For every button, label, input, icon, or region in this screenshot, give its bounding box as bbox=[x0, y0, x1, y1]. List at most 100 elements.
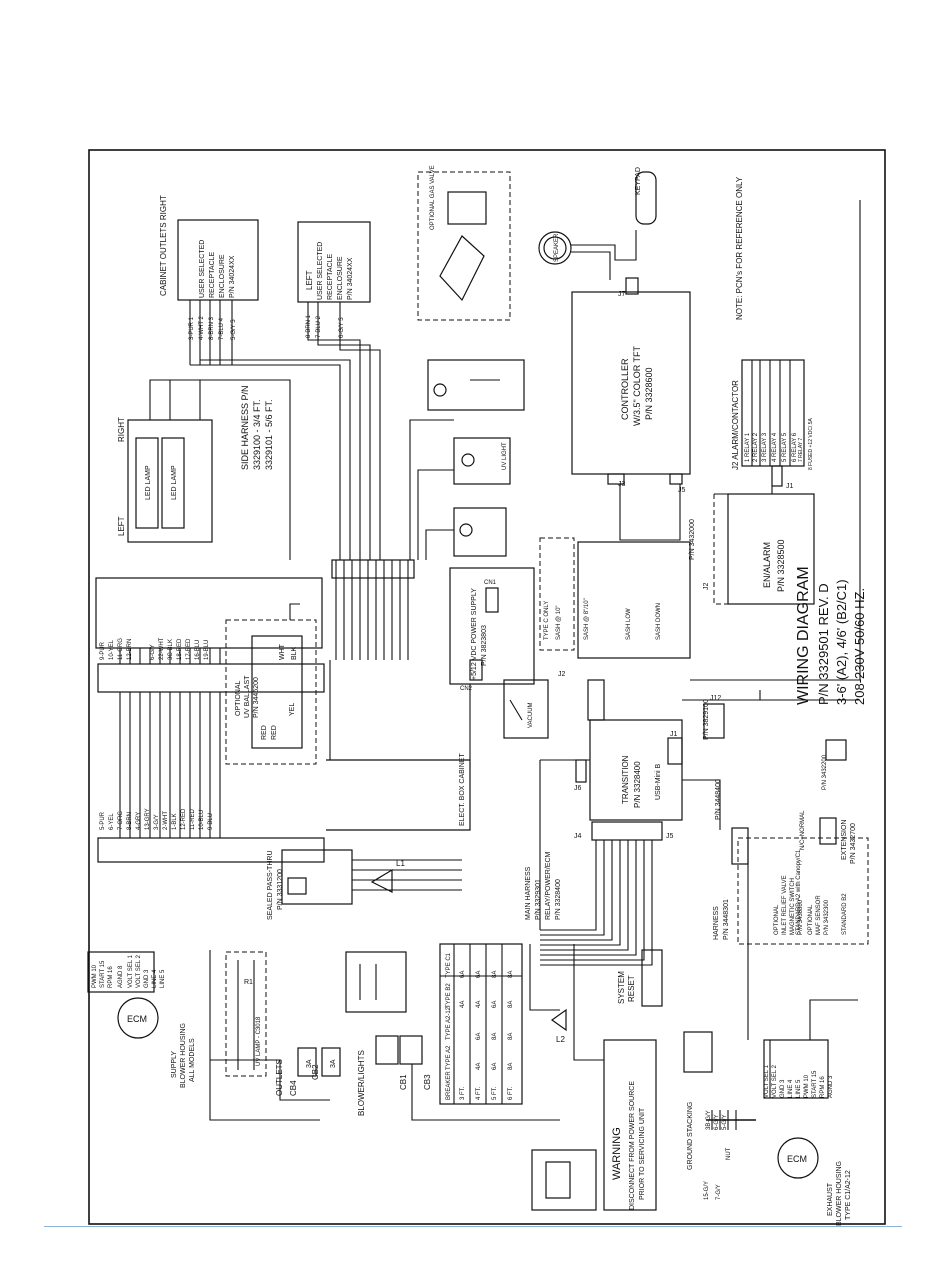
transition-board: TRANSITION P/N 3328400 USB-Mini B J6 J1 bbox=[574, 679, 683, 821]
uv-lamp: UV LAMP - C3018 R1 bbox=[225, 951, 267, 1077]
fuse-cell: 6A bbox=[476, 1033, 482, 1040]
supply-blower-line1: SUPPLY bbox=[171, 1051, 178, 1078]
nut-label: NUT bbox=[726, 1147, 732, 1160]
harness-wire-left-10: 11-RED bbox=[190, 808, 196, 830]
fuse-cell: 4A bbox=[476, 1063, 482, 1070]
harness-wire-right-4: 6-G/Y bbox=[150, 644, 156, 660]
fuse-header-a212: TYPE A2-12 bbox=[446, 1006, 452, 1040]
ground-stacking: GROUND STACKING 15-G/Y 7-G/Y 3B-G/Y 6-G/… bbox=[687, 1102, 756, 1200]
exhaust-pin-5: PWM 10 bbox=[804, 1074, 810, 1098]
supply-blower: ECM SUPPLY BLOWER HOUSING ALL MODELS PWM… bbox=[87, 951, 196, 1088]
controller-line3: P/N 3328600 bbox=[644, 367, 654, 420]
led-lamp-left: LED LAMP bbox=[145, 465, 152, 500]
standard-a2: STANDARD A2 with Canopy/C1 bbox=[796, 849, 802, 935]
fuse-cell: 8A bbox=[508, 971, 514, 978]
reference-note: NOTE: PCN's FOR REFERENCE ONLY bbox=[735, 176, 744, 320]
fuse-cell: 8A bbox=[508, 1001, 514, 1008]
harness-wire-left-12: 9-BLU bbox=[208, 813, 214, 830]
uv-ballast-line3: P/N 3446200 bbox=[253, 677, 260, 718]
receptacle-right-line1: USER SELECTED bbox=[199, 240, 206, 298]
supply-pin-line5: LINE 5 bbox=[160, 969, 166, 988]
optional-gas-valve-top: OPTIONAL GAS VALVE bbox=[417, 165, 511, 321]
controller-line1: CONTROLLER bbox=[620, 358, 630, 420]
keypad-label: KEYPAD bbox=[635, 167, 642, 195]
alarm-row: 4 RELAY 4 bbox=[772, 432, 778, 462]
j4-label: J4 bbox=[574, 833, 582, 840]
cabinet-outlets-label: CABINET OUTLETS RIGHT bbox=[159, 195, 168, 296]
fuse-header-b2: TYPE B2 bbox=[446, 983, 452, 1008]
fuse-header-a2: TYPE A2 bbox=[446, 1045, 452, 1070]
type-c-only: TYPE C ONLY bbox=[544, 601, 550, 640]
system-reset: SYSTEM RESET bbox=[617, 949, 663, 1007]
main-harness-line3: RELAY/POWER/ECM bbox=[545, 852, 552, 920]
sash-8: SASH @ 8"/10" bbox=[584, 598, 590, 640]
side-harness-line2: 3329100 - 3/4 FT. bbox=[252, 399, 262, 470]
j2-small: J2 bbox=[703, 583, 710, 591]
fuse-cell: 8A bbox=[508, 1033, 514, 1040]
warning-line1: DISCONNECT FROM POWER SOURCE bbox=[629, 1081, 636, 1210]
j12-connector bbox=[625, 277, 639, 295]
warning-line2: PRIOR TO SERVICING UNIT bbox=[639, 1107, 646, 1200]
led-right-label: RIGHT bbox=[117, 417, 126, 442]
supply-pin-agnd: AGND 8 bbox=[118, 965, 124, 988]
right-outlet-pin: 5-G/Y 5 bbox=[231, 319, 237, 340]
r1-label: R1 bbox=[244, 979, 253, 986]
j5-main-label: J5 bbox=[666, 833, 674, 840]
exhaust-pin-3: LINE 4 bbox=[788, 1079, 794, 1098]
alarm-row: 3 RELAY 3 bbox=[762, 432, 768, 462]
cb4-amp: 3A bbox=[306, 1059, 313, 1068]
alarm-row: 1 RELAY 1 bbox=[745, 432, 751, 462]
harness-wire-right-0: 9-PUR bbox=[100, 641, 106, 660]
receptacle-left-line2: RECEPTACLE bbox=[327, 254, 334, 300]
main-harness-line1: MAIN HARNESS bbox=[525, 866, 532, 920]
power-supply-line1: +5/12 VDC POWER SUPPLY bbox=[471, 588, 478, 680]
pass-thru-line1: SEALED PASS-THRU bbox=[267, 851, 274, 921]
pn-3432200: P/N 3432200 bbox=[822, 754, 828, 790]
j1-connector bbox=[771, 465, 783, 487]
harness-wire-left-7: 2-WHT bbox=[163, 811, 169, 830]
controller-line2: W/3.5" COLOR TFT bbox=[632, 345, 642, 426]
harness-wire-right-6: 3C-BLK bbox=[168, 639, 174, 660]
sash-down: SASH DOWN bbox=[656, 603, 662, 640]
harness-wire-right-9: 16-BLU bbox=[195, 640, 201, 660]
vacuum-switch: VACUUM bbox=[503, 679, 549, 739]
harness-wire-left-0: 5-PUR bbox=[100, 811, 106, 830]
j5-label: J5 bbox=[678, 487, 686, 494]
alarm-row: 8 FUSED +12 VDC/.5A bbox=[808, 418, 814, 470]
harness-wire-right-3: 12-BRN bbox=[127, 639, 133, 660]
extension-line1: EXTENSION bbox=[841, 820, 848, 860]
exhaust-line3: TYPE C1/A2-12 bbox=[845, 1170, 852, 1220]
ballast-red2: RED bbox=[271, 725, 278, 740]
left-harness-strip bbox=[95, 577, 325, 863]
optional-maf-line1: OPTIONAL bbox=[808, 904, 814, 935]
footer-rule bbox=[44, 1226, 902, 1227]
right-outlet-pin: 3-PUR 1 bbox=[189, 316, 195, 340]
circuit-breakers: OUTLETS CB4 CB2 CB1 CB3 3A 3A BLOWER/LIG… bbox=[275, 1035, 432, 1116]
j6-label: J6 bbox=[574, 785, 582, 792]
transition-usb: USB-Mini B bbox=[655, 763, 662, 800]
alarm-row: 5 RELAY 5 bbox=[782, 432, 788, 462]
fuse-cell: 8A bbox=[492, 971, 498, 978]
fuse-cell: 6A bbox=[492, 1063, 498, 1070]
power-supply: +5/12 VDC POWER SUPPLY P/N 3823803 CN1 C… bbox=[449, 567, 535, 692]
power-inlet bbox=[531, 1031, 713, 1211]
pass-thru-line2: P/N 3331200 bbox=[277, 869, 284, 910]
optional-inlet-line1: OPTIONAL bbox=[774, 904, 780, 935]
gas-valve-top-label: OPTIONAL GAS VALVE bbox=[430, 165, 436, 230]
keypad: KEYPAD bbox=[635, 167, 657, 225]
receptacle-right-line3: ENCLOSURE bbox=[219, 254, 226, 298]
harness-wire-right-2: 11-ORG bbox=[118, 638, 124, 660]
supply-pin-volt2: VOLT SEL 2 bbox=[136, 954, 142, 988]
diagram-sizes: 3-6' (A2), 4/6' (B2/C1) bbox=[834, 579, 849, 705]
ballast-red: RED bbox=[261, 725, 268, 740]
system-reset-line1: SYSTEM bbox=[617, 971, 626, 1004]
led-left-label: LEFT bbox=[117, 516, 126, 536]
receptacle-left-line1: USER SELECTED bbox=[317, 242, 324, 300]
harness-wire-left-1: 6-YEL bbox=[109, 813, 115, 830]
fuse-row-6ft: 6 FT. bbox=[508, 1086, 514, 1100]
optional-uv-ballast: OPTIONAL UV BALLAST P/N 3446200 WHT BLK … bbox=[225, 603, 317, 765]
fuse-cell: 6A bbox=[476, 971, 482, 978]
l1-label: L1 bbox=[396, 859, 405, 868]
harness-wire-left-2: 7-ORG bbox=[118, 811, 124, 830]
uv-ballast-line2: UV BALLAST bbox=[244, 675, 251, 718]
